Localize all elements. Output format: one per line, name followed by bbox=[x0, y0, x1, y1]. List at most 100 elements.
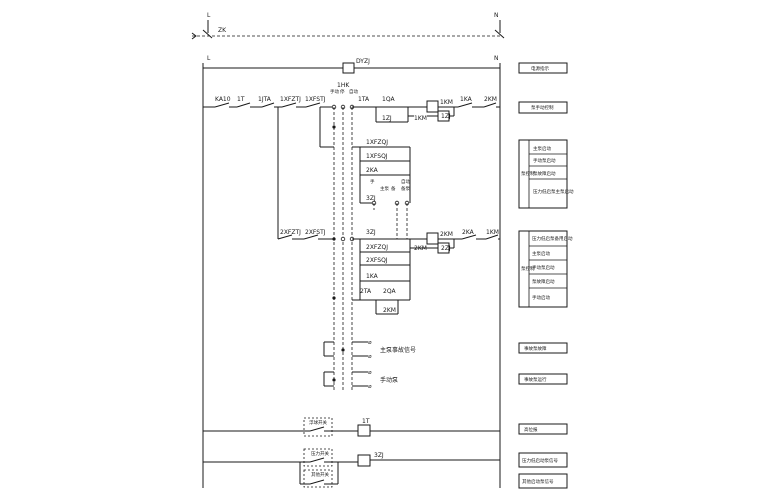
dyzj-label: DYZJ bbox=[356, 58, 370, 65]
xfzqj2-label: 2XFZQJ bbox=[366, 244, 388, 251]
rail-label-right-2: N bbox=[494, 55, 499, 62]
km2-coil bbox=[426, 232, 439, 245]
group1-item-1: 手动泵启动 bbox=[533, 157, 556, 164]
ka1-contact bbox=[457, 102, 473, 108]
side-run: 事故泵运行 bbox=[524, 376, 547, 383]
xfstj2-label: 2XFSTJ bbox=[305, 229, 326, 236]
fault-sym-2: ⌀ bbox=[368, 353, 372, 360]
group2-item-4: 手动启动 bbox=[532, 294, 550, 301]
sw-dot-5 bbox=[332, 378, 336, 382]
sw2-label-e: 备泵 bbox=[401, 185, 410, 192]
km2b-label: 2KM bbox=[383, 307, 396, 314]
ka2-label: 2KA bbox=[366, 167, 379, 174]
group2-item-2: 手动泵启动 bbox=[532, 264, 555, 271]
side-float: 高位报 bbox=[524, 426, 538, 433]
side-box-other bbox=[518, 473, 568, 489]
km1b-label: 1KM bbox=[486, 229, 499, 236]
sw-manual-label: 手动 bbox=[330, 88, 339, 95]
xfstj1-label: 1XFSTJ bbox=[305, 96, 326, 103]
group1-item-2: 泵故障启动 bbox=[533, 170, 556, 177]
side-pressure: 压力低启动泵信号 bbox=[522, 457, 558, 464]
sw-dot-1 bbox=[332, 125, 336, 129]
jta1-label: 1JTA bbox=[258, 96, 272, 103]
group2-item-0: 压力低启泵备用启动 bbox=[532, 235, 573, 242]
ta1-label: 1TA bbox=[358, 96, 370, 103]
qa1-label: 1QA bbox=[382, 96, 396, 103]
sw1-node-d bbox=[340, 236, 346, 242]
other-switch-label: 其他开关 bbox=[311, 471, 329, 478]
breaker-left-blade bbox=[202, 29, 213, 39]
zj2-coil-label: 2ZJ bbox=[441, 245, 451, 252]
side-box-group2 bbox=[518, 230, 568, 308]
side-box-pressure bbox=[518, 452, 568, 468]
xfztj1-contact bbox=[281, 102, 297, 108]
rail-label-right: N bbox=[494, 12, 499, 19]
pr-contact bbox=[309, 457, 325, 463]
side-box-power bbox=[518, 62, 568, 74]
pressure-switch-box bbox=[303, 448, 333, 467]
xfztj2-label: 2XFZTJ bbox=[280, 229, 301, 236]
rail-label-left: L bbox=[207, 12, 211, 19]
float-switch-label: 浮球开关 bbox=[309, 419, 327, 426]
t1-label: 1T bbox=[237, 96, 245, 103]
group2-item-1: 主泵启动 bbox=[532, 250, 550, 257]
zj3-coil-label: 3ZJ bbox=[374, 452, 384, 459]
xfsqj1-label: 1XFSQJ bbox=[366, 153, 388, 160]
side-box-fault bbox=[518, 342, 568, 354]
sw2-label-d: 自动 bbox=[401, 178, 410, 185]
breaker-right-blade bbox=[494, 29, 505, 39]
qa2-label: 2QA bbox=[383, 288, 397, 295]
sw2-label-b: 主泵 bbox=[380, 185, 389, 192]
xfzqj1-label: 1XFZQJ bbox=[366, 139, 388, 146]
sw2-label-a: 手 bbox=[370, 178, 375, 185]
xfstj2-contact bbox=[303, 234, 319, 240]
dyzj-coil bbox=[342, 62, 355, 74]
side-box-float bbox=[518, 423, 568, 435]
rail-label-left-2: L bbox=[207, 55, 211, 62]
run-note: 手动泵 bbox=[380, 376, 398, 384]
side-main: 泵手动控制 bbox=[531, 104, 554, 111]
sw-auto-label: 自动 bbox=[349, 88, 358, 95]
zj3-coil bbox=[357, 454, 371, 467]
group2-title: 泵控制 bbox=[521, 265, 535, 272]
switch-1hk-label: 1HK bbox=[337, 82, 350, 89]
zj3b-label: 3ZJ bbox=[366, 229, 376, 236]
side-box-run bbox=[518, 373, 568, 385]
ka1-label: 1KA bbox=[460, 96, 473, 103]
zj3-label: 3ZJ bbox=[366, 195, 376, 202]
km1-coil bbox=[426, 100, 439, 113]
side-other: 其他启动泵信号 bbox=[522, 478, 554, 485]
t1-coil bbox=[357, 424, 371, 437]
side-box-main bbox=[518, 101, 568, 114]
xfztj2-contact bbox=[277, 234, 293, 240]
other-switch-box bbox=[303, 469, 333, 488]
km2-a-contact bbox=[483, 102, 497, 108]
group1-item-0: 主泵启动 bbox=[533, 145, 551, 152]
fl-contact bbox=[309, 426, 325, 432]
km1-contact-label: 1KM bbox=[414, 115, 427, 122]
group2-item-3: 泵故障启动 bbox=[532, 278, 555, 285]
km2-a-label: 2KM bbox=[484, 96, 497, 103]
fault-sym-1: ⌀ bbox=[368, 339, 372, 346]
ka2b-label: 2KA bbox=[462, 229, 475, 236]
ka2b-contact bbox=[461, 234, 477, 240]
sw2-label-c: 备 bbox=[391, 185, 396, 192]
side-power: 电源指示 bbox=[531, 65, 549, 72]
group1-title: 泵控制 bbox=[521, 170, 535, 177]
t1-coil-label: 1T bbox=[362, 418, 370, 425]
ka1b-label: 1KA bbox=[366, 273, 379, 280]
ka10-contact bbox=[214, 102, 230, 108]
pressure-switch-label: 压力开关 bbox=[311, 450, 329, 457]
ka10-label: KA10 bbox=[215, 96, 231, 103]
t1-contact bbox=[236, 102, 251, 108]
ot-contact bbox=[309, 479, 325, 485]
km2-coil-label: 2KM bbox=[440, 231, 453, 238]
xfztj1-label: 1XFZTJ bbox=[280, 96, 301, 103]
fault-note: 主泵事故信号 bbox=[380, 346, 416, 354]
zj1-coil-label: 1ZJ bbox=[441, 113, 451, 120]
breaker-label: ZK bbox=[218, 27, 227, 34]
xfstj1-contact bbox=[305, 102, 321, 108]
float-switch-box bbox=[303, 417, 333, 437]
run-sym-2: ⌀ bbox=[368, 383, 372, 390]
